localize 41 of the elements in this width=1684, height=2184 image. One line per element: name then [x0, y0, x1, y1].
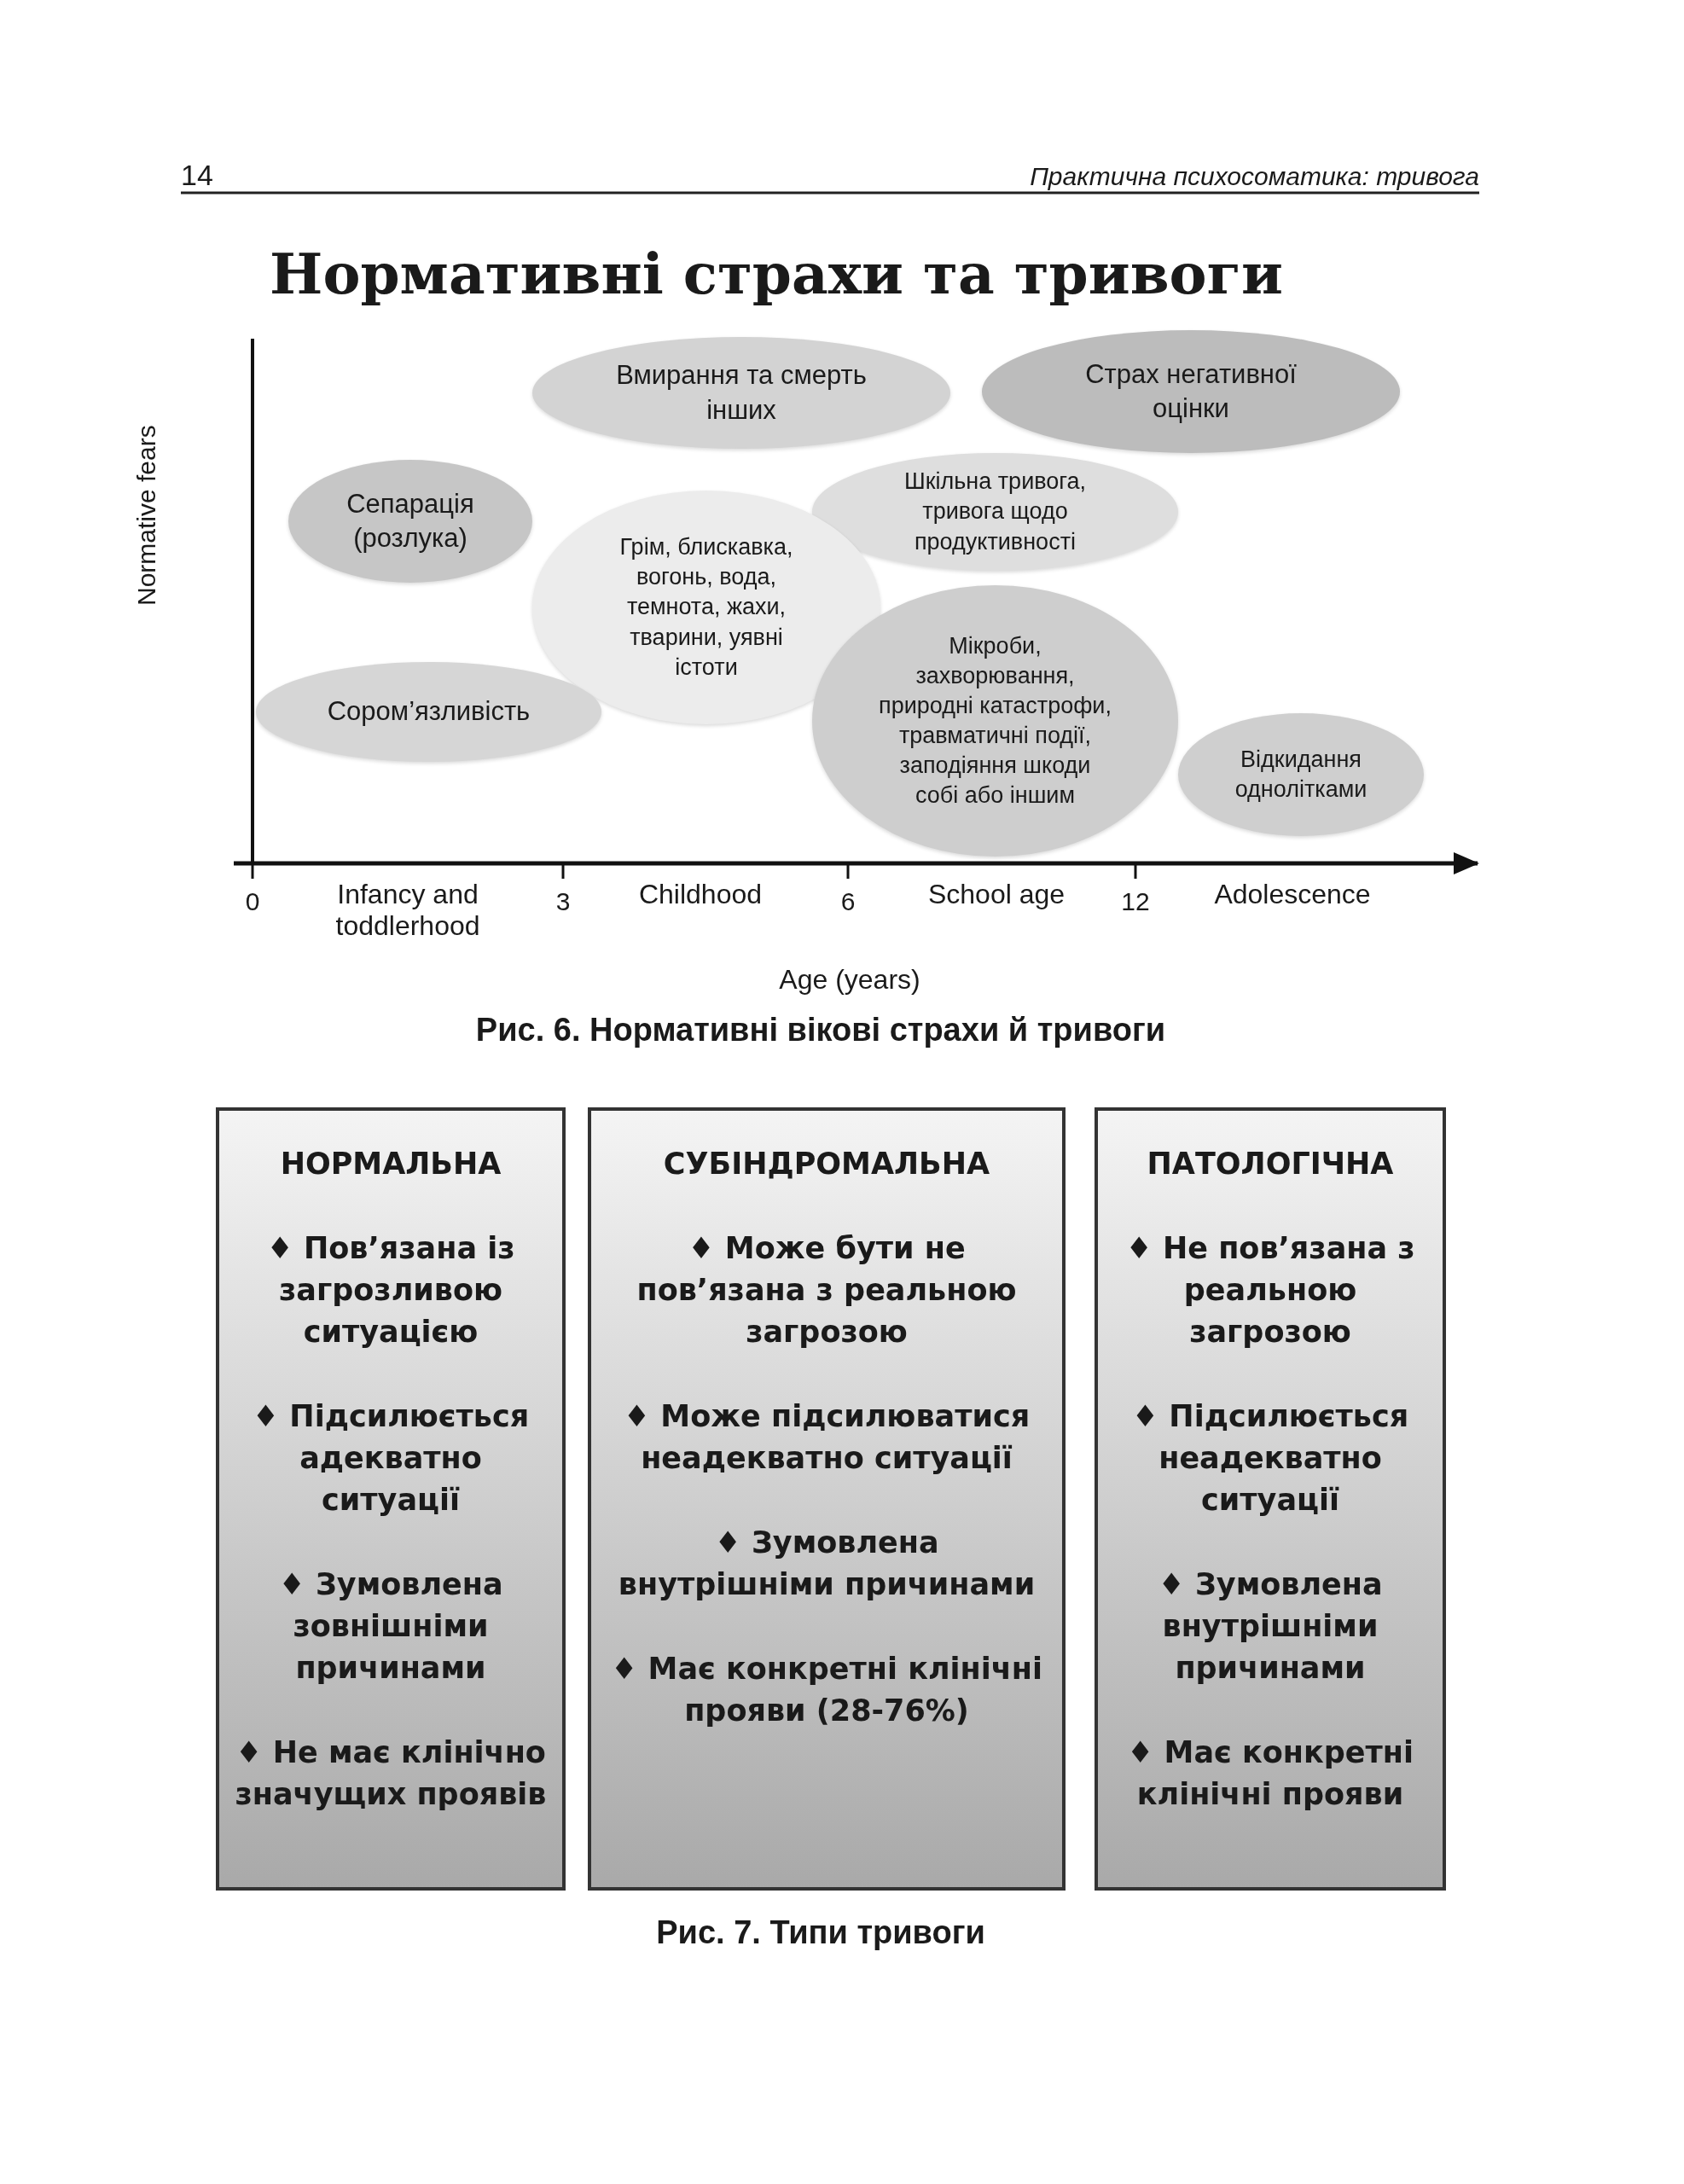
category-label: School age: [927, 879, 1066, 910]
running-header: Практична психосоматика: тривога: [1030, 162, 1479, 191]
axis-title: Age (years): [779, 964, 920, 996]
ellipse-label: Сепарація (розлука): [346, 487, 475, 555]
bullet-item: ♦ Підсилюється неадекватно ситуації: [1130, 1398, 1410, 1519]
ellipse-label: Сором’язливість: [326, 695, 531, 729]
ellipse-label: Відкидання однолітками: [1234, 745, 1368, 804]
anxiety-type-panel: [1095, 1107, 1446, 1891]
anxiety-type-panel: [216, 1107, 566, 1891]
anxiety-type-panel: [588, 1107, 1066, 1891]
ellipse-label: Грім, блискавка, вогонь, вода, темнота, жахи, тварини, уявні істоти: [618, 533, 794, 682]
panel-heading: СУБІНДРОМАЛЬНА: [662, 1146, 991, 1182]
ellipse-label: Шкільна тривога, тривога щодо продуктивності: [903, 468, 1088, 556]
page-number: 14: [181, 159, 213, 192]
ellipse-label: Страх негативної оцінки: [1084, 357, 1298, 425]
ellipse-label: Вмирання та смерть інших: [615, 359, 868, 427]
tick-label: 3: [555, 887, 571, 916]
tick-label: 6: [840, 887, 856, 916]
figure-caption: Рис. 7. Типи тривоги: [656, 1914, 985, 1951]
bullet-item: ♦ Не має клінічно значущих проявів: [234, 1734, 548, 1813]
panel-heading: НОРМАЛЬНА: [279, 1146, 502, 1182]
bullet-item: ♦ Може підсилюватися неадекватно ситуації: [622, 1398, 1031, 1477]
bullet-item: ♦ Може бути не пов’язана з реальною загрозою: [636, 1230, 1018, 1350]
bullet-item: ♦ Зумовлена зовнішніми причинами: [277, 1566, 504, 1687]
bullet-item: ♦ Має конкретні клінічні прояви: [1126, 1734, 1414, 1813]
bullet-item: ♦ Має конкретні клінічні прояви (28-76%): [610, 1651, 1043, 1729]
bullet-item: ♦ Зумовлена внутрішніми причинами: [1157, 1566, 1384, 1687]
bullet-item: ♦ Не пов’язана з реальною загрозою: [1124, 1230, 1416, 1350]
ellipse-label: Мікроби, захворювання, природні катастрофи, травматичні події, заподіяння шкоди собі або іншим: [878, 631, 1112, 810]
panel-heading: ПАТОЛОГІЧНА: [1146, 1146, 1395, 1182]
category-label: Childhood: [638, 879, 763, 910]
bullet-item: ♦ Зумовлена внутрішніми причинами: [617, 1525, 1037, 1603]
tick-label: 0: [245, 887, 260, 916]
tick-label: 12: [1121, 887, 1150, 916]
category-label: Adolescence: [1214, 879, 1371, 910]
bullet-item: ♦ Підсилюється адекватно ситуації: [251, 1398, 531, 1519]
category-label: Infancy and toddlerhood: [334, 879, 481, 942]
bullet-item: ♦ Пов’язана із загрозливою ситуацією: [265, 1230, 516, 1350]
page-title: Нормативні страхи та тривоги: [269, 241, 1284, 307]
figure-caption: Рис. 6. Нормативні вікові страхи й тривоги: [475, 1012, 1166, 1048]
axis-title: Normative fears: [132, 425, 162, 606]
